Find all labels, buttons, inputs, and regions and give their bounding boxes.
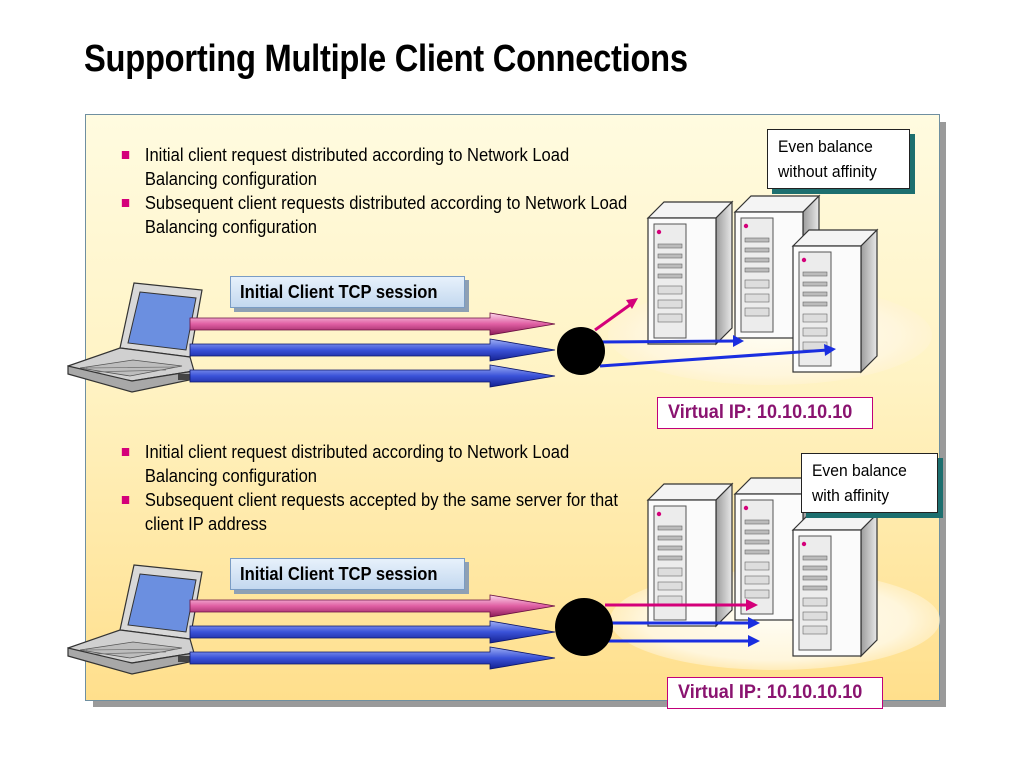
callout-line: without affinity [778, 162, 877, 181]
bullet-item: Initial client request distributed accor… [120, 440, 635, 488]
bottom-bullet-list: Initial client request distributed accor… [120, 440, 635, 536]
laptop-icon [67, 282, 203, 393]
server-icon [792, 513, 878, 657]
route-arrowhead [824, 344, 836, 356]
route-arrowhead [733, 335, 744, 347]
virtual-ip-label: Virtual IP: 10.10.10.10 [667, 677, 883, 709]
virtual-ip-label: Virtual IP: 10.10.10.10 [657, 397, 873, 429]
virtual-ip-text: Virtual IP: 10.10.10.10 [678, 682, 863, 703]
nlb-node-icon [557, 327, 605, 375]
route-arrowhead [748, 635, 760, 647]
subsequent-request-arrow [189, 364, 556, 388]
initial-route-arrowhead [626, 298, 638, 309]
tcp-session-label: Initial Client TCP session [230, 276, 465, 308]
bullet-item: Subsequent client requests distributed a… [120, 191, 635, 239]
laptop-icon [67, 564, 203, 675]
route-arrowhead [748, 617, 760, 629]
initial-route-line [594, 300, 635, 332]
route-line [599, 339, 738, 344]
subsequent-request-arrow [189, 338, 556, 362]
page-title: Supporting Multiple Client Connections [84, 38, 688, 80]
route-line [599, 348, 829, 368]
initial-request-arrow [189, 594, 556, 618]
callout-line: with affinity [812, 486, 890, 505]
initial-route-arrowhead [746, 599, 758, 611]
callout-line: Even balance [778, 137, 873, 156]
subsequent-request-arrow [189, 646, 556, 670]
tcp-session-label: Initial Client TCP session [230, 558, 465, 590]
virtual-ip-text: Virtual IP: 10.10.10.10 [668, 402, 853, 423]
top-bullet-list: Initial client request distributed accor… [120, 143, 635, 239]
nlb-node-icon [555, 598, 613, 656]
server-icon [647, 201, 733, 345]
balance-callout: Even balance with affinity [801, 453, 938, 513]
bullet-item: Subsequent client requests accepted by t… [120, 488, 635, 536]
subsequent-request-arrow [189, 620, 556, 644]
initial-request-arrow [189, 312, 556, 336]
balance-callout: Even balance without affinity [767, 129, 910, 189]
callout-line: Even balance [812, 461, 907, 480]
tcp-session-text: Initial Client TCP session [240, 564, 438, 584]
bullet-item: Initial client request distributed accor… [120, 143, 635, 191]
tcp-session-text: Initial Client TCP session [240, 282, 438, 302]
